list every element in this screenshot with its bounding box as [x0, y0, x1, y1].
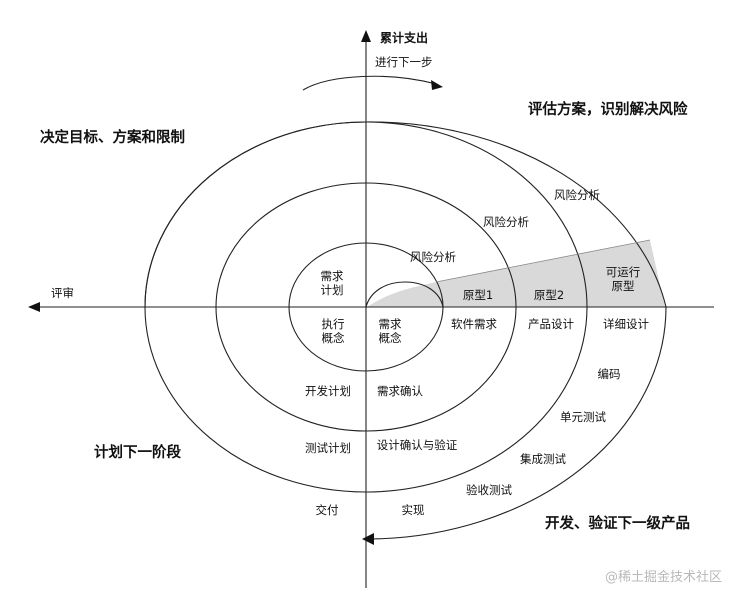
operation-concept-line2: 概念 [321, 331, 345, 345]
requirement-concept-line1: 需求 [378, 317, 402, 331]
progress-arrowhead [431, 80, 443, 90]
risk-analysis-label-middle: 风险分析 [483, 215, 529, 229]
requirements-confirmation-label: 需求确认 [377, 384, 423, 398]
coding-label: 编码 [597, 367, 621, 381]
requirement-concept-label: 需求 概念 [379, 317, 402, 345]
software-requirements-label: 软件需求 [451, 317, 497, 331]
quadrant-bottom-right-title: 开发、验证下一级产品 [545, 516, 690, 532]
requirements-plan-line2: 计划 [320, 283, 344, 297]
delivery-label: 交付 [315, 503, 339, 517]
quadrant-top-left-title: 决定目标、方案和限制 [40, 130, 185, 146]
product-design-label: 产品设计 [528, 317, 574, 331]
unit-test-label: 单元测试 [560, 410, 606, 424]
design-verification-label: 设计确认与验证 [376, 438, 458, 452]
progress-arrow [302, 75, 437, 91]
requirement-concept-line2: 概念 [378, 331, 402, 345]
prototype-3-line2: 原型 [611, 279, 635, 293]
prototype-wedge [367, 240, 665, 307]
requirements-plan-line1: 需求 [320, 269, 344, 283]
outer-spiral-arrowhead [362, 533, 374, 545]
wedge-edge [435, 239, 651, 283]
integration-test-label: 集成测试 [520, 452, 566, 466]
prototype-3-label: 可运行 原型 [606, 265, 641, 293]
requirements-plan-label: 需求 计划 [321, 269, 344, 297]
x-axis-arrow [28, 302, 40, 312]
watermark: @稀土掘金技术社区 [604, 570, 722, 585]
test-plan-label: 测试计划 [305, 441, 351, 455]
risk-analysis-label-outer: 风险分析 [554, 188, 600, 202]
prototype-2-label: 原型2 [533, 288, 565, 302]
y-axis-label: 累计支出 [380, 31, 429, 45]
operation-concept-line1: 执行 [321, 317, 345, 331]
quadrant-top-right-title: 评估方案，识别解决风险 [528, 102, 688, 118]
development-plan-label: 开发计划 [305, 384, 351, 398]
implementation-label: 实现 [401, 503, 425, 517]
acceptance-test-label: 验收测试 [466, 483, 512, 497]
operation-concept-label: 执行 概念 [322, 317, 345, 345]
y-axis-arrow [361, 30, 371, 42]
risk-analysis-label-inner: 风险分析 [410, 250, 456, 264]
progress-label: 进行下一步 [375, 55, 433, 69]
spiral-start [365, 281, 444, 308]
prototype-1-label: 原型1 [462, 288, 494, 302]
review-label: 评审 [51, 286, 74, 300]
spiral-ring-outer [144, 121, 667, 540]
prototype-3-line1: 可运行 [605, 265, 641, 279]
quadrant-bottom-left-title: 计划下一阶段 [94, 445, 181, 461]
detailed-design-label: 详细设计 [603, 317, 649, 331]
